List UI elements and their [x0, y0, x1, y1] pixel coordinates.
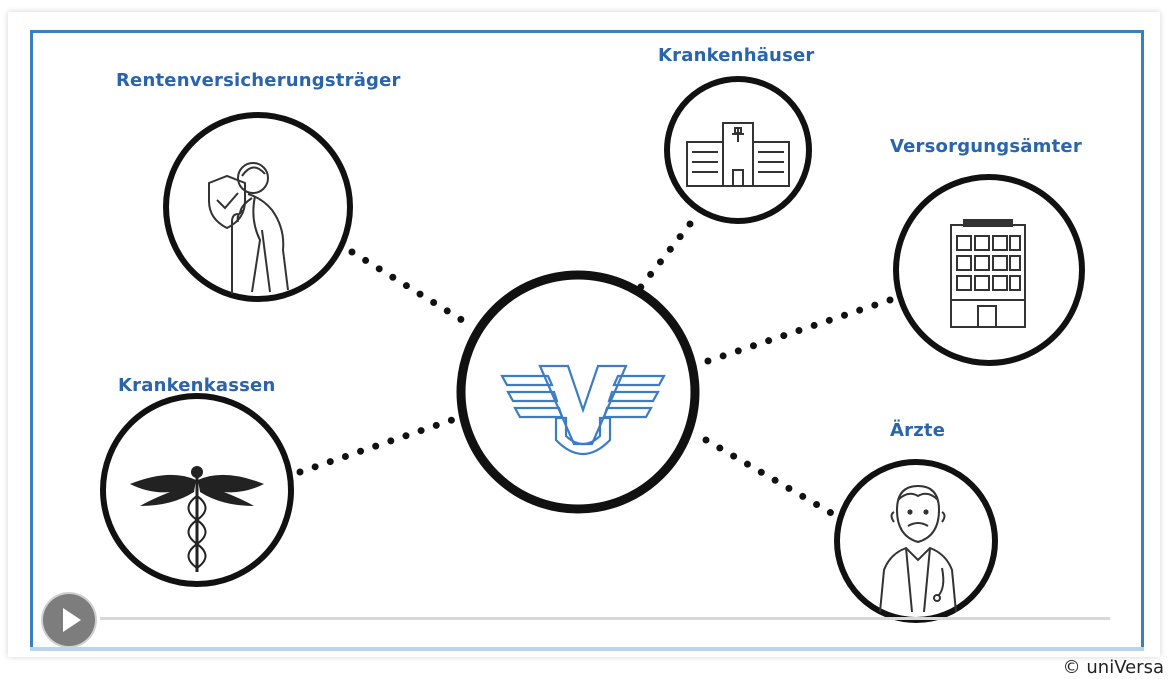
office-building-icon	[950, 219, 1026, 328]
node-versorgungsaemter	[893, 174, 1085, 366]
node-krankenkassen	[100, 393, 294, 587]
center-node	[456, 270, 700, 514]
connector-krankenkassen	[296, 416, 456, 476]
label-rentenversicherung: Rentenversicherungsträger	[116, 70, 401, 91]
node-rentenversicherung	[163, 112, 353, 302]
node-aerzte	[834, 459, 998, 623]
progress-bar[interactable]	[100, 617, 1110, 620]
hospital-icon	[686, 122, 790, 187]
label-versorgungsaemter: Versorgungsämter	[890, 136, 1082, 157]
caduceus-icon	[130, 466, 264, 572]
label-aerzte: Ärzte	[890, 420, 946, 441]
connector-versorgungsaemter	[701, 296, 894, 366]
connector-krankenhaeuser	[636, 220, 694, 292]
label-krankenkassen: Krankenkassen	[118, 375, 276, 396]
copyright-text: © uniVersa	[1062, 657, 1164, 678]
label-krankenhaeuser: Krankenhäuser	[658, 45, 815, 66]
doctor-icon	[879, 484, 957, 613]
node-krankenhaeuser	[664, 76, 812, 224]
winged-v-logo	[500, 364, 666, 455]
elderly-person-icon	[208, 162, 289, 294]
video-frame-bottom	[30, 647, 1144, 651]
play-button[interactable]	[43, 594, 95, 646]
connector-rentenversicherung	[348, 248, 474, 329]
connector-aerzte	[702, 436, 842, 521]
play-icon	[63, 608, 81, 632]
